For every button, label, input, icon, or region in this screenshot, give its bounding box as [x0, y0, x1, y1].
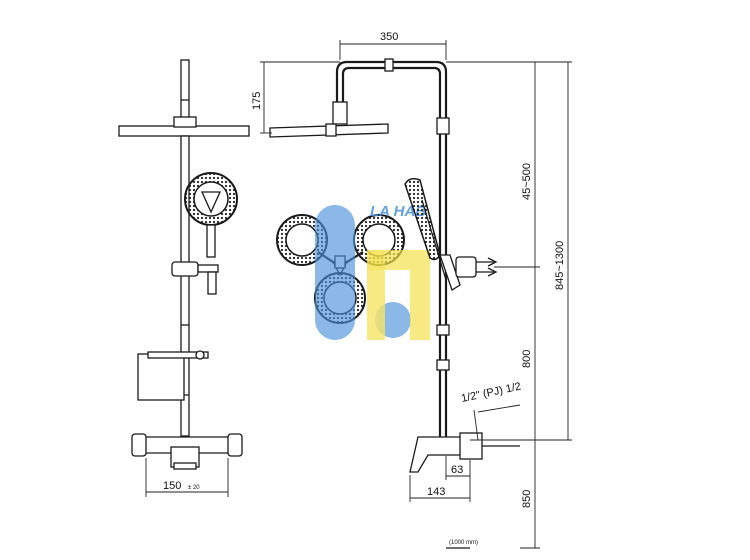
riser-front	[180, 135, 190, 437]
slider-front	[171, 261, 199, 277]
mixer-front	[131, 433, 243, 470]
mixer-side	[409, 432, 520, 473]
hand-shower-front	[184, 172, 238, 258]
side-view: 350 175 45~500 800 845~1300 850 1/2" (PJ…	[251, 31, 572, 549]
dim-mixer-depth: 63	[451, 464, 463, 476]
slider-side	[455, 256, 477, 278]
dim-bar-height: 800	[521, 350, 533, 368]
dim-total-range: 845~1300	[554, 241, 566, 290]
top-stub	[180, 59, 190, 119]
footer-note: (1000 mm)	[449, 540, 478, 546]
dim-top-width: 350	[380, 31, 398, 43]
dim-head-height: 175	[251, 92, 263, 110]
dim-arm-range: 45~500	[521, 163, 533, 200]
diverter-box	[137, 353, 185, 401]
dim-floor-height: 850	[521, 490, 533, 508]
dim-inlet-label: 1/2" (PJ) 1/2	[460, 381, 522, 405]
dim-left-spacing: 150	[163, 480, 181, 492]
dim-mixer-projection: 143	[427, 486, 445, 498]
watermark-logo: LA HAB	[315, 203, 430, 340]
dim-left-tolerance: ± 20	[188, 485, 200, 491]
front-view: 150 ± 20	[118, 59, 250, 497]
